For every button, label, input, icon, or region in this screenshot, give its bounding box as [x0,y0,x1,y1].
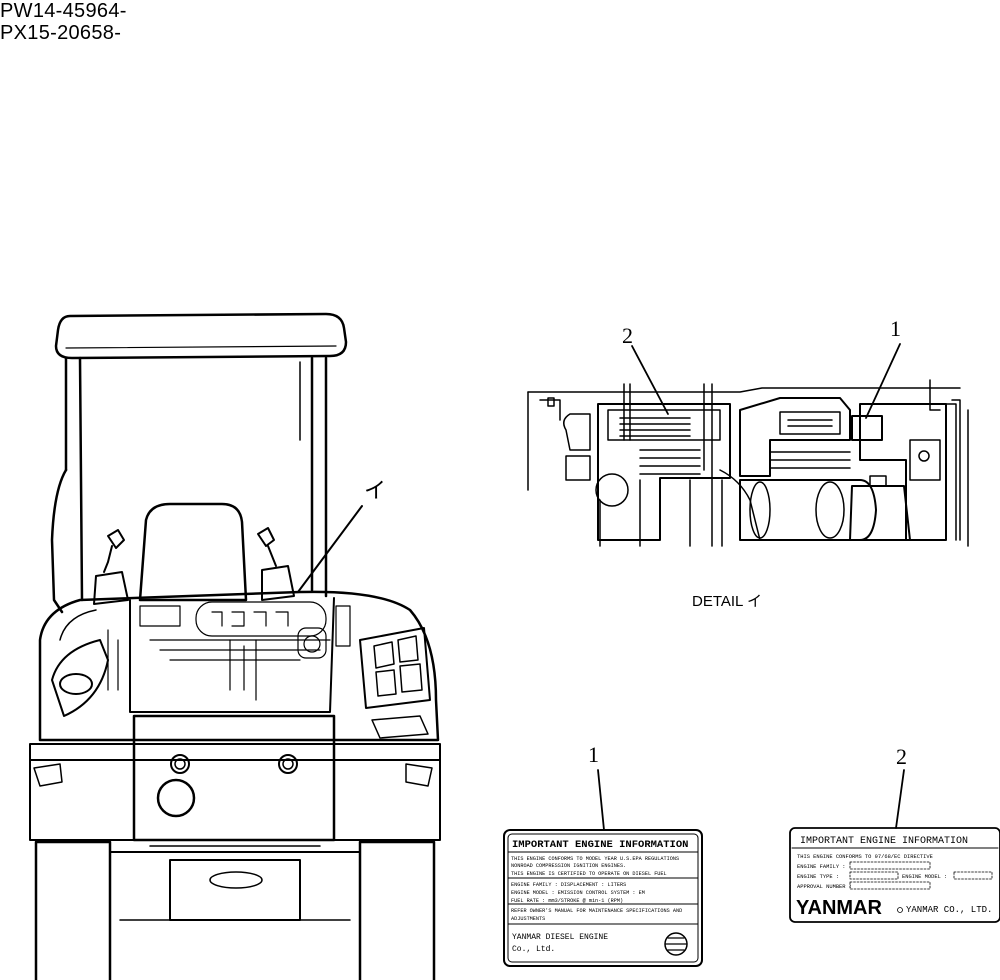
view-arrow [297,505,363,593]
decal-1-callout: 1 [588,742,599,767]
decal-1-line: ADJUSTMENTS [511,916,545,922]
serial-range-1: PW14-45964- [0,0,127,22]
detail-label: DETAIL イ [692,593,762,610]
decal-1-engine-info-label: IMPORTANT ENGINE INFORMATION THIS ENGINE… [503,829,703,967]
decal-2-leader [895,769,905,829]
decal-2-title: IMPORTANT ENGINE INFORMATION [800,836,968,847]
excavator-rear-view [29,312,441,980]
decal-2-directive: THIS ENGINE CONFORMS TO 97/68/EC DIRECTI… [797,854,933,860]
decal-1-maker-co: Co., Ltd. [512,945,555,954]
decal-2-engine-info-label: IMPORTANT ENGINE INFORMATION THIS ENGINE… [789,827,1000,923]
decal-1-line: ENGINE FAMILY : DISPLACEMENT : LITERS [511,882,626,888]
decal-1-line: THIS ENGINE IS CERTIFIED TO OPERATE ON D… [511,871,667,877]
detail-leader-lines [631,343,901,419]
decal-2-type-label: ENGINE TYPE : [797,874,839,880]
registered-mark-icon [897,907,903,913]
view-marker-label: イ [364,478,386,503]
decal-2-callout: 2 [896,744,907,769]
decal-2-company: YANMAR CO., LTD. [906,905,992,915]
decal-1-line: REFER OWNER'S MANUAL FOR MAINTENANCE SPE… [511,908,682,914]
decal-2-approval-label: APPROVAL NUMBER : [797,884,852,890]
decal-2-family-label: ENGINE FAMILY : [797,864,846,870]
decal-1-line: ENGINE MODEL : EMISSION CONTROL SYSTEM :… [511,890,645,896]
decal-2-brand-logo: YANMAR [796,897,882,919]
decal-1-maker: YANMAR DIESEL ENGINE [512,933,608,942]
detail-callout-2: 2 [622,323,633,348]
decal-1-leader [597,769,605,831]
decal-1-line: NONROAD COMPRESSION IGNITION ENGINES. [511,863,626,869]
decal-1-title: IMPORTANT ENGINE INFORMATION [512,839,688,851]
yanmar-emblem-icon [664,932,688,956]
decal-1-line: THIS ENGINE CONFORMS TO MODEL YEAR U.S.E… [511,856,679,862]
decal-2-model-label: ENGINE MODEL : [902,874,947,880]
serial-range-2: PX15-20658- [0,22,122,44]
decal-1-line: FUEL RATE : mm3/STROKE @ min-1 (RPM) [511,898,623,904]
detail-callout-1: 1 [890,316,901,341]
detail-engine-view [527,379,969,547]
